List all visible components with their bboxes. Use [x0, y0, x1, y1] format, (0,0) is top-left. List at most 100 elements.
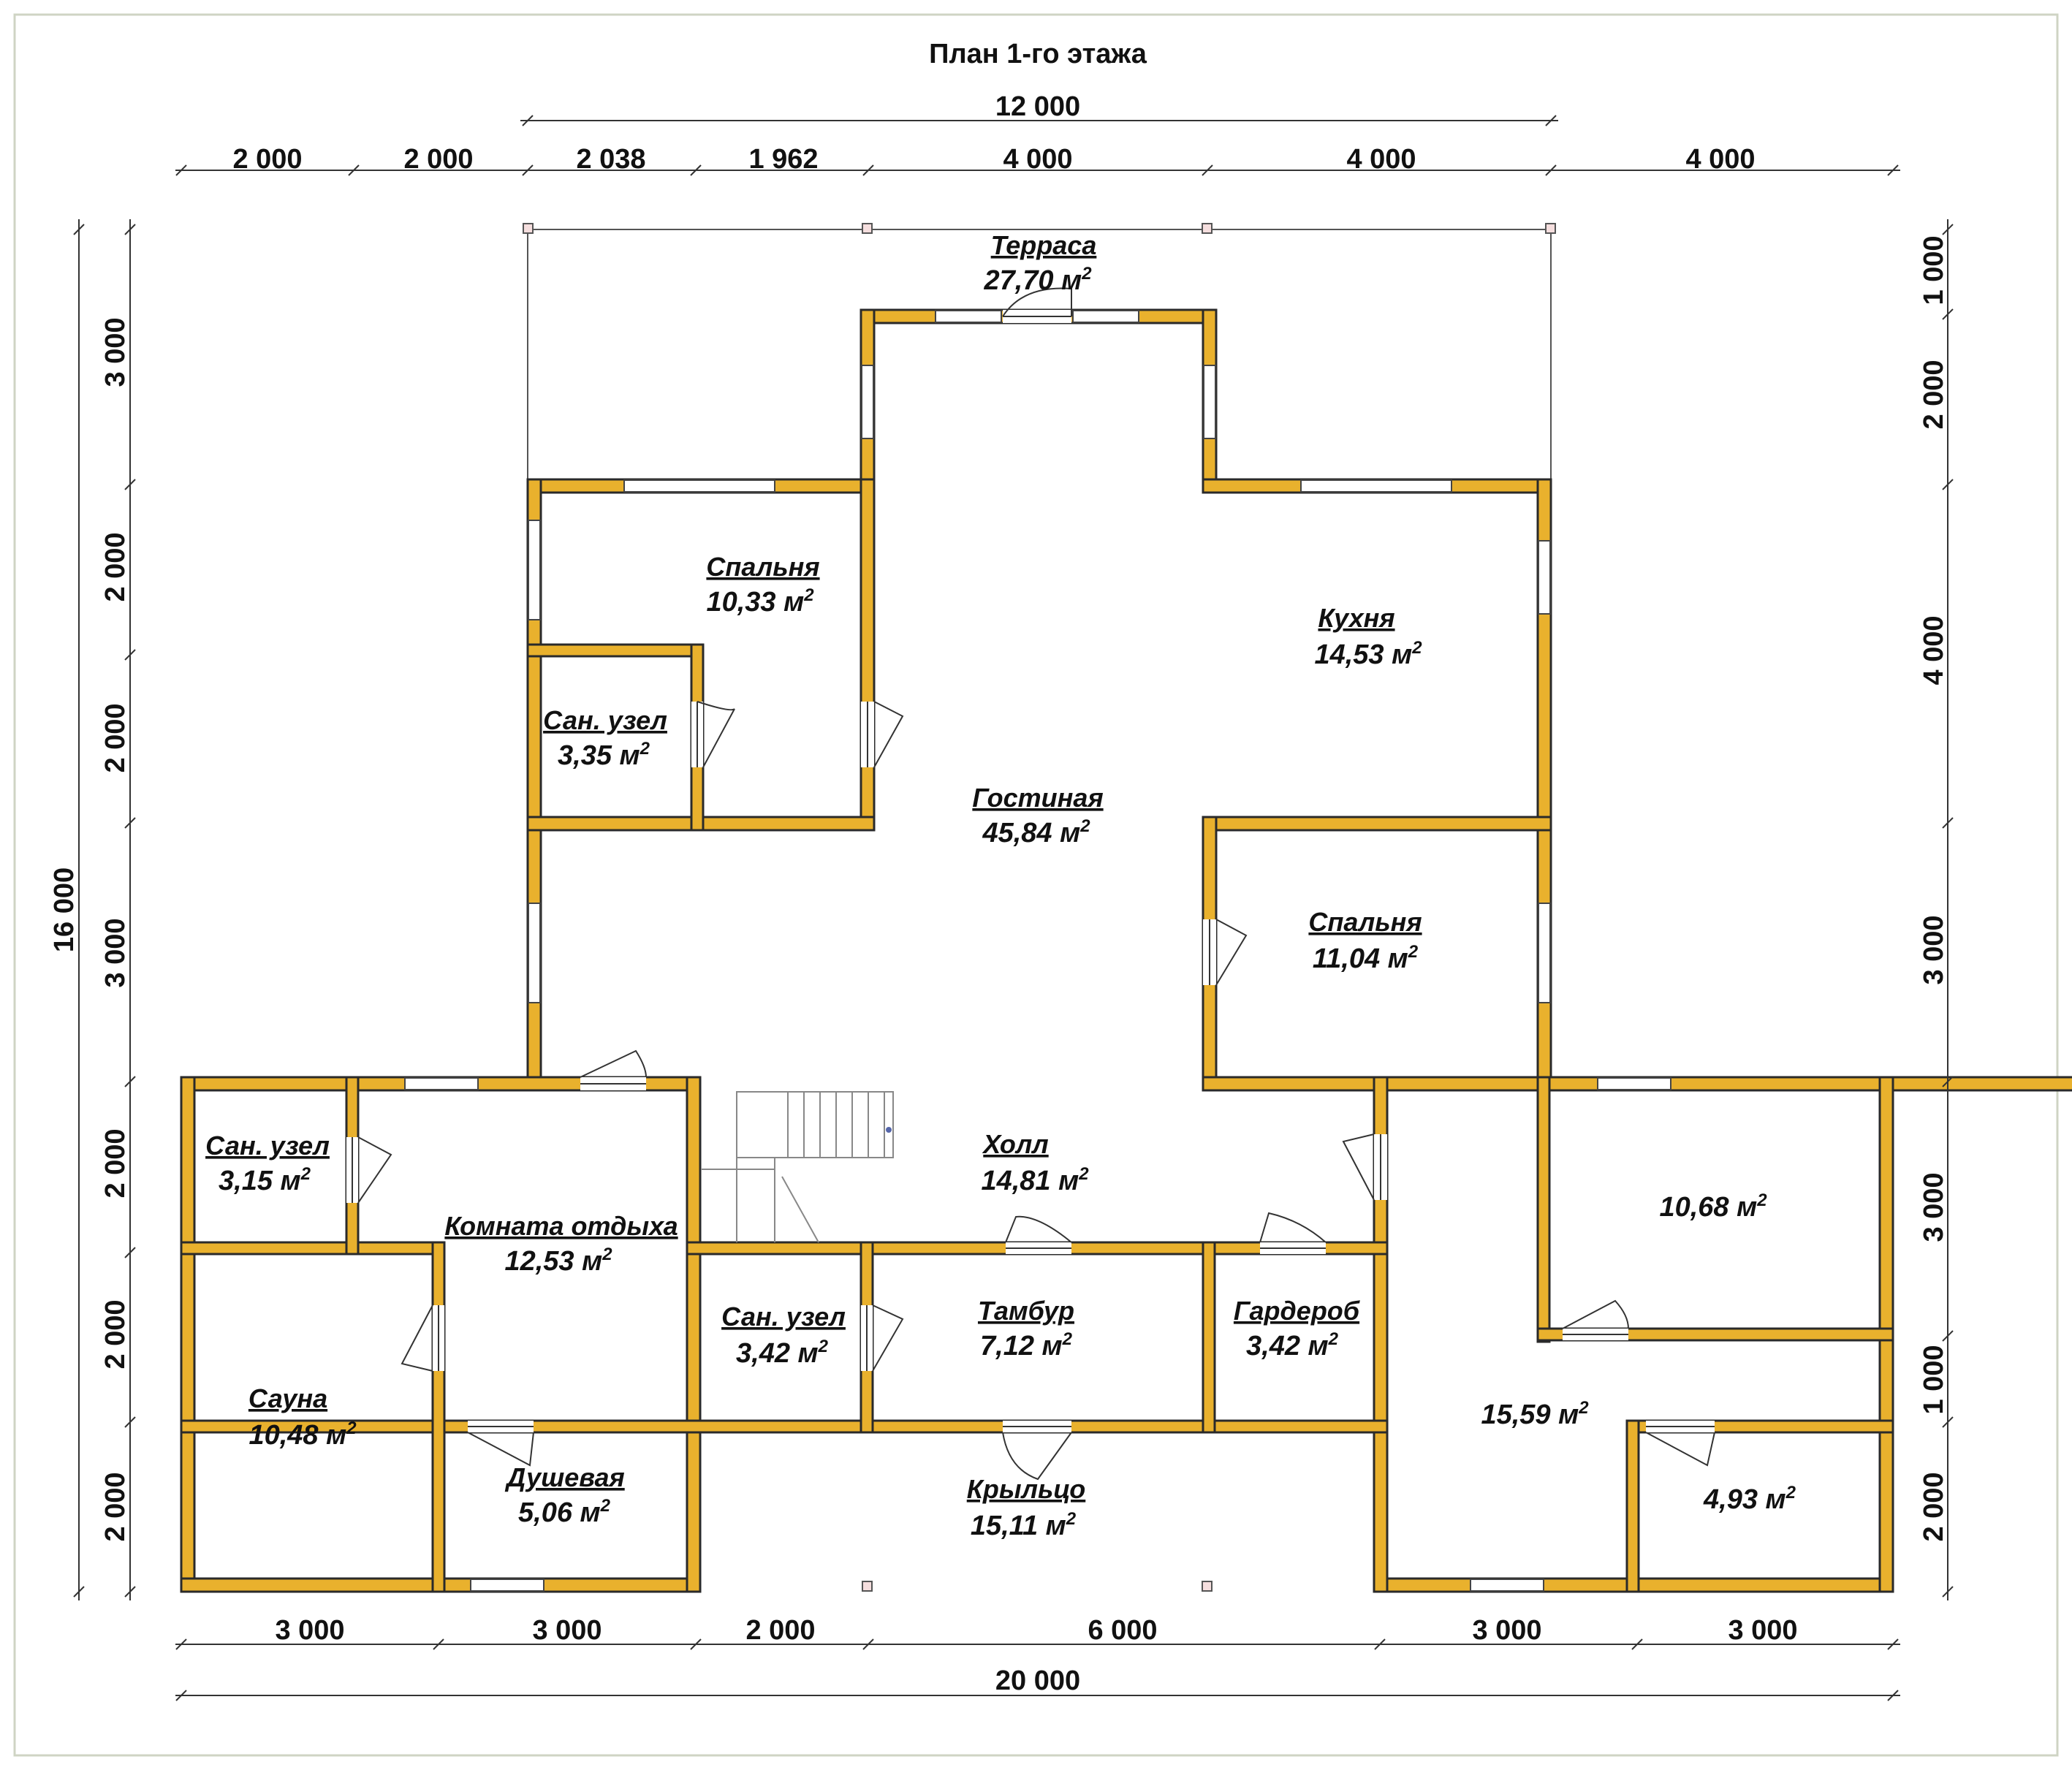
- dimension-lines: [78, 120, 1948, 1696]
- dimension-tick: [124, 1247, 136, 1258]
- dimension-tick: [1545, 164, 1557, 176]
- room-wc1-name: Сан. узел: [543, 705, 667, 735]
- dimension-tick: [1374, 1638, 1386, 1650]
- dimension-tick: [175, 1690, 187, 1701]
- dim-left-1: 3 000: [100, 317, 131, 387]
- room-r1-area: 10,68 м2: [1659, 1190, 1767, 1223]
- room-wc2-area: 3,15 м2: [219, 1164, 311, 1196]
- room-wardrobe-area: 3,42 м2: [1246, 1329, 1339, 1361]
- staircase: [702, 1091, 894, 1243]
- dim-left-2: 2 000: [100, 532, 131, 601]
- dim-left-5: 2 000: [100, 1128, 131, 1198]
- dimension-tick: [1887, 164, 1899, 176]
- dimension-tick: [73, 1586, 85, 1598]
- dim-bottom-5: 3 000: [1472, 1615, 1541, 1646]
- dimension-tick: [124, 1076, 136, 1087]
- room-terrace-name: Терраса: [991, 230, 1097, 260]
- dimension-tick: [124, 817, 136, 829]
- room-r3-area: 4,93 м2: [1703, 1483, 1796, 1515]
- dim-left-total: 16 000: [49, 867, 80, 952]
- room-living-area: 45,84 м2: [982, 816, 1090, 848]
- porch-posts: [862, 1581, 1213, 1592]
- room-rest-area: 12,53 м2: [504, 1245, 612, 1277]
- dimension-tick: [433, 1638, 444, 1650]
- dimension-ticks: [73, 115, 1954, 1701]
- dimension-tick: [1942, 1330, 1954, 1342]
- dim-right-7: 2 000: [1919, 1472, 1949, 1541]
- dimension-tick: [348, 164, 360, 176]
- room-bedroom2-name: Спальня: [1308, 907, 1422, 937]
- dim-bottom-1: 3 000: [275, 1615, 344, 1646]
- dim-top-1: 2 000: [232, 144, 302, 175]
- dimension-tick: [690, 164, 702, 176]
- room-bedroom1-name: Спальня: [706, 552, 819, 582]
- dim-top-4: 1 962: [748, 144, 818, 175]
- dimension-tick: [862, 1638, 874, 1650]
- plan-title: План 1-го этажа: [929, 39, 1147, 69]
- room-living-name: Гостиная: [972, 783, 1103, 813]
- dim-top-total: 12 000: [995, 91, 1080, 122]
- room-terrace-area: 27,70 м2: [983, 264, 1092, 296]
- dim-right-2: 2 000: [1919, 360, 1949, 429]
- dim-right-5: 3 000: [1919, 1172, 1949, 1242]
- dim-bottom-total: 20 000: [995, 1665, 1080, 1696]
- dim-right-1: 1 000: [1919, 235, 1949, 305]
- room-bedroom1-area: 10,33 м2: [706, 585, 814, 618]
- room-labels: Терраса 27,70 м2 Спальня 10,33 м2 Сан. у…: [205, 230, 1796, 1541]
- room-kitchen-area: 14,53 м2: [1314, 638, 1422, 670]
- room-wc2-name: Сан. узел: [205, 1131, 330, 1161]
- room-shower-area: 5,06 м2: [518, 1496, 611, 1528]
- room-vestibule-area: 7,12 м2: [980, 1329, 1073, 1361]
- walls: [180, 308, 2072, 1593]
- dimension-tick: [1942, 1076, 1954, 1087]
- dimension-tick: [1942, 1586, 1954, 1598]
- room-wc3-area: 3,42 м2: [736, 1337, 829, 1369]
- dim-right-4: 3 000: [1919, 915, 1949, 984]
- dimension-tick: [1887, 1690, 1899, 1701]
- dimension-tick: [1942, 224, 1954, 235]
- dimension-tick: [862, 164, 874, 176]
- dimension-tick: [1942, 308, 1954, 320]
- dim-left-3: 2 000: [100, 703, 131, 772]
- dimension-tick: [1887, 1638, 1899, 1650]
- dimension-tick: [1545, 115, 1557, 126]
- dim-right-3: 4 000: [1919, 615, 1949, 685]
- dimension-labels: 12 000 2 000 2 000 2 038 1 962 4 000 4 0…: [49, 91, 1949, 1696]
- dim-bottom-2: 3 000: [532, 1615, 602, 1646]
- dim-left-7: 2 000: [100, 1472, 131, 1541]
- dimension-tick: [1942, 1416, 1954, 1428]
- room-vestibule-name: Тамбур: [978, 1296, 1074, 1326]
- room-shower-name: Душевая: [504, 1462, 624, 1492]
- dim-top-5: 4 000: [1003, 144, 1072, 175]
- dimension-tick: [124, 1586, 136, 1598]
- dim-top-3: 2 038: [576, 144, 645, 175]
- dimension-tick: [690, 1638, 702, 1650]
- dimension-tick: [522, 115, 534, 126]
- dim-bottom-4: 6 000: [1088, 1615, 1157, 1646]
- dimension-tick: [522, 164, 534, 176]
- windows: [404, 310, 1671, 1592]
- dimension-tick: [124, 1416, 136, 1428]
- dimension-tick: [1202, 164, 1213, 176]
- room-wc3-name: Сан. узел: [721, 1302, 846, 1332]
- room-sauna-area: 10,48 м2: [248, 1418, 357, 1451]
- dimension-tick: [175, 164, 187, 176]
- doors: [346, 287, 1715, 1481]
- dimension-tick: [124, 224, 136, 235]
- room-wc1-area: 3,35 м2: [558, 739, 650, 771]
- dim-right-6: 1 000: [1919, 1345, 1949, 1414]
- dim-top-7: 4 000: [1685, 144, 1755, 175]
- dim-top-6: 4 000: [1346, 144, 1416, 175]
- room-hall-area: 14,81 м2: [981, 1164, 1089, 1196]
- room-sauna-name: Сауна: [248, 1383, 327, 1413]
- room-kitchen-name: Кухня: [1318, 603, 1394, 633]
- dimension-tick: [1631, 1638, 1643, 1650]
- dim-left-6: 2 000: [100, 1299, 131, 1369]
- room-r2-area: 15,59 м2: [1481, 1398, 1589, 1430]
- dimension-tick: [124, 649, 136, 661]
- dim-bottom-6: 3 000: [1728, 1615, 1797, 1646]
- dim-left-4: 3 000: [100, 918, 131, 987]
- room-porch-name: Крыльцо: [967, 1474, 1086, 1504]
- dim-top-2: 2 000: [403, 144, 473, 175]
